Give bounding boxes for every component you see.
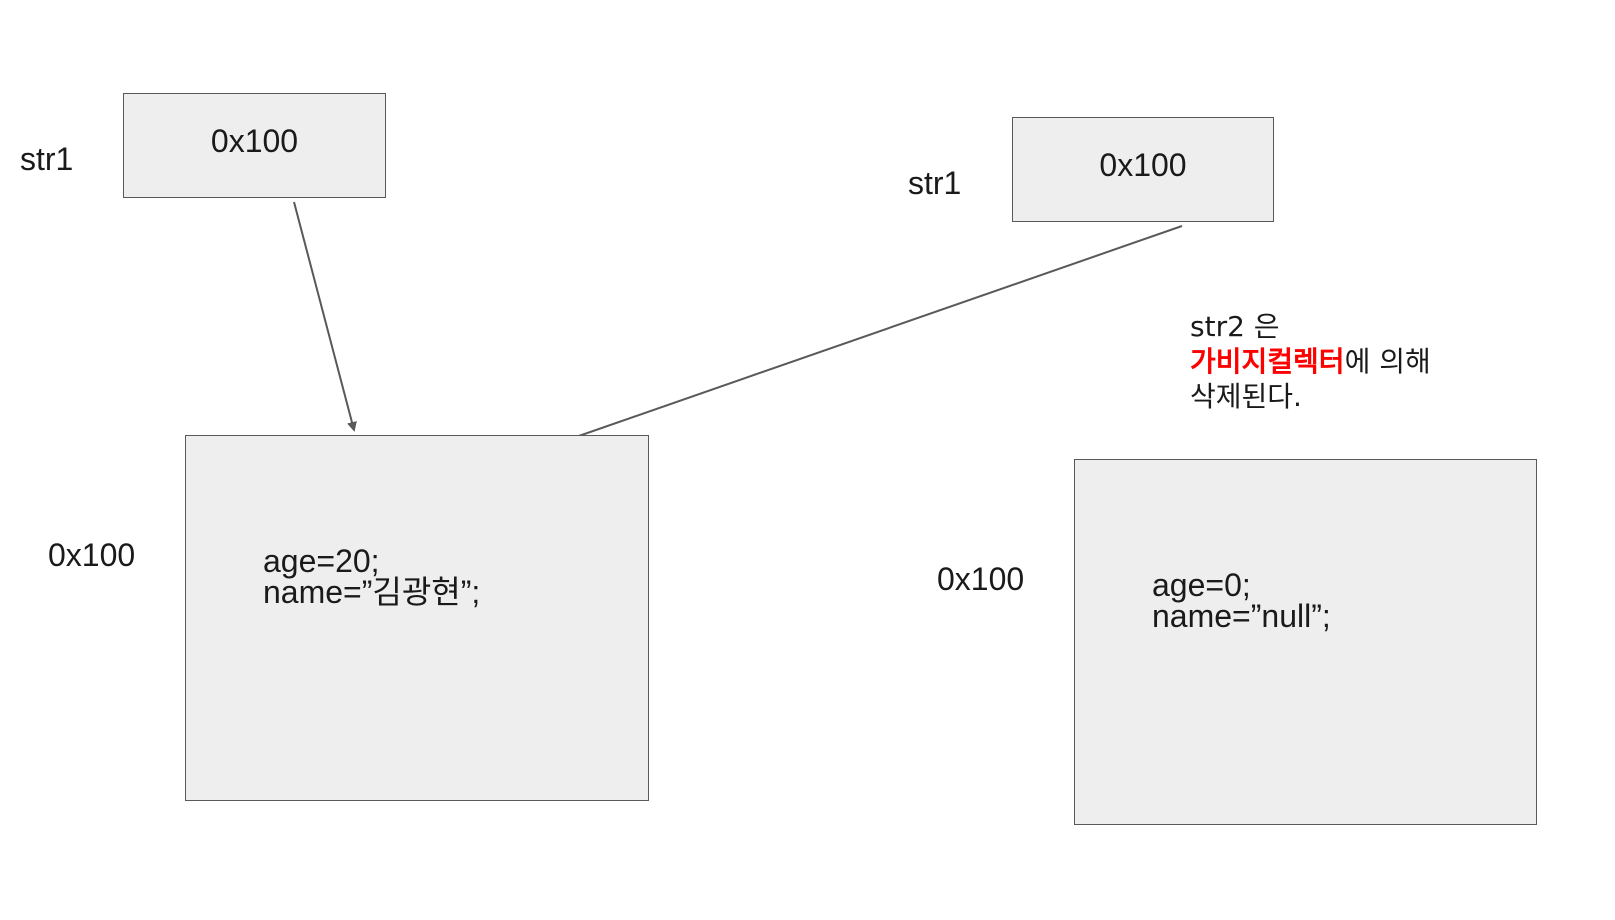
right-field-name: name=”null”; <box>1152 598 1331 634</box>
garbage-collector-note: str2 은 가비지컬렉터에 의해 삭제된다. <box>1190 309 1431 414</box>
right-object-address: 0x100 <box>937 561 1025 597</box>
left-field-age: age=20; <box>263 543 380 579</box>
left-object-address: 0x100 <box>48 537 136 573</box>
right-object-fields: age=0; name=”null”; <box>1152 567 1331 634</box>
left-object-box <box>185 435 649 801</box>
note-line-1: str2 은 <box>1190 310 1280 343</box>
right-pointer-label: str1 <box>908 165 962 201</box>
note-line-3: 삭제된다. <box>1190 380 1302 413</box>
note-line-2: 가비지컬렉터에 의해 <box>1190 344 1431 379</box>
arrow-left-pointer-to-object <box>293 201 357 432</box>
right-pointer-box: 0x100 <box>1012 117 1274 222</box>
left-pointer-label: str1 <box>20 141 74 177</box>
left-field-name: name=”김광현”; <box>263 574 481 610</box>
note-highlight: 가비지컬렉터 <box>1190 345 1345 378</box>
right-field-age: age=0; <box>1152 567 1251 603</box>
left-pointer-box: 0x100 <box>123 93 386 198</box>
arrow-right-pointer-to-left-object <box>525 225 1183 457</box>
note-line-2-rest: 에 의해 <box>1344 345 1431 378</box>
left-pointer-value: 0x100 <box>210 123 299 159</box>
left-object-fields: age=20; name=”김광현”; <box>263 543 481 610</box>
right-object-box <box>1074 459 1537 825</box>
right-pointer-value: 0x100 <box>1099 147 1187 183</box>
